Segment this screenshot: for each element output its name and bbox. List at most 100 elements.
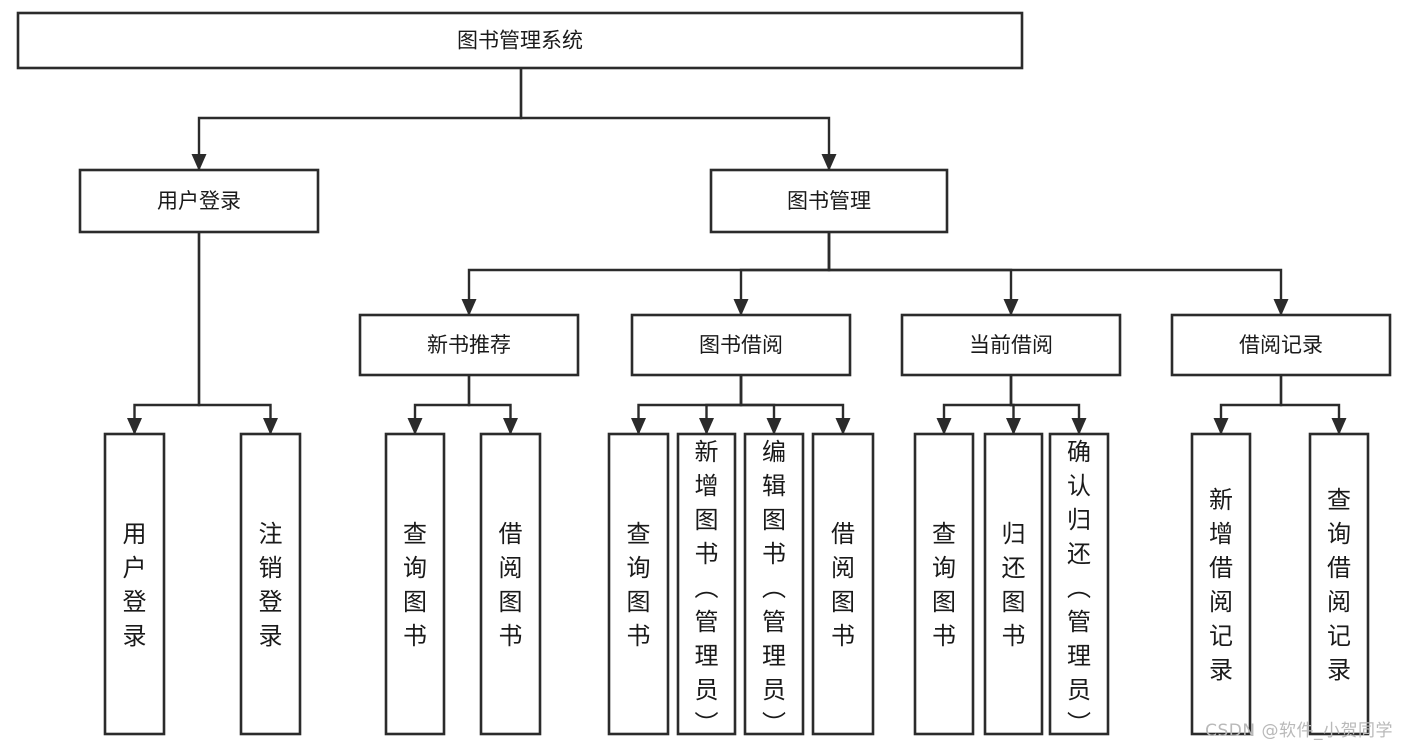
arrow-head-icon — [461, 299, 477, 316]
connector-line — [705, 375, 743, 433]
node-box[interactable] — [479, 432, 542, 736]
node-borrow-record[interactable]: 借阅记录 — [1170, 313, 1392, 377]
node-book-manage[interactable]: 图书管理 — [709, 168, 949, 234]
arrow-head-icon — [127, 418, 142, 435]
node-leaf-edit-book[interactable]: 编辑图书︵管理员︶ — [743, 432, 805, 738]
connector-line — [827, 232, 1013, 314]
node-box[interactable] — [676, 432, 737, 736]
arrow-head-icon — [631, 418, 646, 435]
connector-line — [467, 232, 831, 314]
node-box[interactable] — [900, 313, 1122, 377]
node-root-图书管理系统[interactable]: 图书管理系统 — [16, 11, 1024, 70]
connector-root-to-user-login — [191, 68, 523, 171]
watermark-text: CSDN @软件_小贺同学 — [1205, 721, 1393, 741]
node-box[interactable] — [983, 432, 1044, 736]
connector-root-to-book-manage — [519, 68, 837, 171]
node-label: 当前借阅 — [969, 333, 1053, 357]
node-label: 图书借阅 — [699, 333, 783, 357]
node-label: 编辑图书︵管理员︶ — [762, 438, 786, 738]
node-box[interactable] — [1308, 432, 1370, 736]
arrow-head-icon — [733, 299, 749, 316]
arrow-head-icon — [503, 418, 518, 435]
connector-line — [519, 68, 831, 169]
node-box[interactable] — [103, 432, 166, 736]
node-label: 借阅图书 — [831, 520, 855, 650]
node-box[interactable] — [1170, 313, 1392, 377]
node-leaf-add-record[interactable]: 新增借阅记录 — [1190, 432, 1252, 736]
node-leaf-confirm-return[interactable]: 确认归还︵管理员︶ — [1048, 432, 1110, 738]
node-user-login[interactable]: 用户登录 — [78, 168, 320, 234]
connector-line — [133, 232, 201, 433]
connector-user-login-to-leaf-user-logout — [197, 232, 278, 435]
nodes-layer: 图书管理系统用户登录图书管理新书推荐图书借阅当前借阅借阅记录用户登录注销登录查询… — [16, 11, 1392, 738]
connector-current-borrow-to-leaf-query-book-3 — [936, 375, 1013, 435]
node-label: 注销登录 — [259, 520, 283, 650]
node-leaf-query-book-2[interactable]: 查询图书 — [607, 432, 670, 736]
node-leaf-query-book-1[interactable]: 查询图书 — [384, 432, 446, 736]
node-current-borrow[interactable]: 当前借阅 — [900, 313, 1122, 377]
arrow-head-icon — [835, 418, 851, 435]
node-label: 用户登录 — [157, 189, 241, 213]
connector-line — [1279, 375, 1341, 433]
connector-book-borrow-to-leaf-borrow-book-2 — [739, 375, 851, 435]
node-label: 新增图书︵管理员︶ — [695, 438, 719, 738]
node-box[interactable] — [78, 168, 320, 234]
node-box[interactable] — [239, 432, 302, 736]
connector-line — [467, 375, 512, 433]
connector-line — [827, 232, 1283, 314]
connector-book-manage-to-new-book-rec — [461, 232, 831, 316]
node-box[interactable] — [630, 313, 852, 377]
arrow-head-icon — [821, 154, 837, 171]
node-label: 查询图书 — [403, 520, 427, 650]
node-label: 图书管理系统 — [457, 29, 583, 53]
node-leaf-add-book[interactable]: 新增图书︵管理员︶ — [676, 432, 737, 738]
arrow-head-icon — [1071, 418, 1087, 435]
node-label: 图书管理 — [787, 189, 871, 213]
node-label: 确认归还︵管理员︶ — [1067, 438, 1091, 738]
connector-new-book-rec-to-leaf-borrow-book-1 — [467, 375, 518, 435]
connector-line — [942, 375, 1013, 433]
node-box[interactable] — [16, 11, 1024, 70]
node-leaf-user-login[interactable]: 用户登录 — [103, 432, 166, 736]
node-box[interactable] — [743, 432, 805, 736]
connector-line — [197, 232, 272, 433]
connectors-layer — [127, 68, 1347, 435]
node-box[interactable] — [1190, 432, 1252, 736]
connector-line — [413, 375, 471, 433]
node-label: 用户登录 — [123, 520, 147, 650]
arrow-head-icon — [191, 154, 207, 171]
node-leaf-user-logout[interactable]: 注销登录 — [239, 432, 302, 736]
connector-book-borrow-to-leaf-add-book — [699, 375, 743, 435]
node-leaf-borrow-book-1[interactable]: 借阅图书 — [479, 432, 542, 736]
node-box[interactable] — [1048, 432, 1110, 736]
node-book-borrow[interactable]: 图书借阅 — [630, 313, 852, 377]
node-label: 查询图书 — [627, 520, 651, 650]
arrow-head-icon — [1331, 418, 1347, 435]
connector-borrow-record-to-leaf-add-record — [1213, 375, 1283, 435]
node-leaf-return-book[interactable]: 归还图书 — [983, 432, 1044, 736]
node-label: 借阅记录 — [1239, 333, 1323, 357]
node-box[interactable] — [607, 432, 670, 736]
node-label: 归还图书 — [1002, 520, 1026, 650]
arrow-head-icon — [1273, 299, 1289, 316]
node-leaf-borrow-book-2[interactable]: 借阅图书 — [811, 432, 875, 736]
node-box[interactable] — [709, 168, 949, 234]
connector-line — [739, 375, 845, 433]
node-box[interactable] — [913, 432, 975, 736]
arrow-head-icon — [407, 418, 423, 435]
connector-line — [739, 232, 831, 314]
node-box[interactable] — [358, 313, 580, 377]
connector-book-manage-to-borrow-record — [827, 232, 1289, 316]
node-box[interactable] — [384, 432, 446, 736]
node-label: 新书推荐 — [427, 333, 511, 357]
node-box[interactable] — [811, 432, 875, 736]
node-label: 借阅图书 — [499, 520, 523, 650]
node-leaf-query-record[interactable]: 查询借阅记录 — [1308, 432, 1370, 736]
node-new-book-rec[interactable]: 新书推荐 — [358, 313, 580, 377]
connector-current-borrow-to-leaf-confirm-return — [1009, 375, 1087, 435]
node-leaf-query-book-3[interactable]: 查询图书 — [913, 432, 975, 736]
node-label: 查询图书 — [932, 520, 956, 650]
arrow-head-icon — [699, 418, 714, 435]
arrow-head-icon — [263, 418, 278, 435]
